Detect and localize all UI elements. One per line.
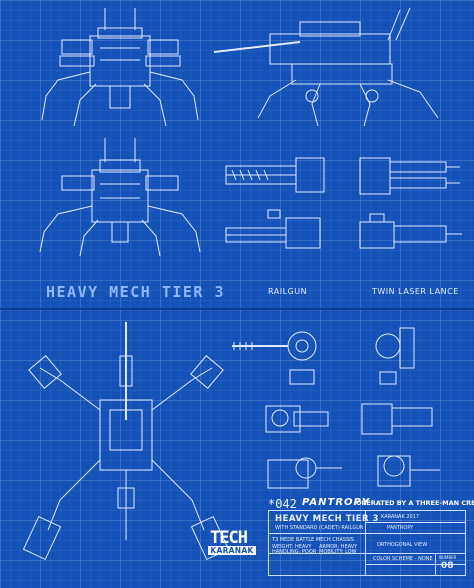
brand-name: PANTROPY (302, 497, 371, 508)
titleblock-number-label: NUMBER (439, 555, 457, 560)
titleblock-handling: HANDLING: POOR (272, 549, 317, 555)
titleblock-mobility: MOBILITY: LOW (319, 549, 357, 555)
titleblock-series: T3 MEDE BATTLE MECH CHASSIS (272, 537, 354, 543)
mech-top-view (22, 322, 230, 561)
mech-side-view (213, 7, 439, 127)
titleblock-author: KARANAK 2017 (381, 514, 420, 520)
titleblock-name: HEAVY MECH TIER 3 (275, 514, 379, 524)
logo-text-karanak: KARANAK (208, 546, 256, 555)
titleblock-armor: ARMOR: HEAVY (319, 544, 358, 550)
railgun-side-drawing (225, 209, 321, 249)
logo-text-tech: TECH (210, 528, 248, 548)
titleblock-weight: WEIGHT: HEAVY (272, 544, 312, 550)
titleblock-color-scheme: COLOR SCHEME - NONE (373, 556, 433, 562)
laser-lance-top-drawing (359, 157, 460, 195)
laser-lance-label: TWIN LASER LANCE (372, 287, 459, 296)
titleblock-sheet-number: 08 (441, 561, 454, 571)
mech-rear-view (39, 138, 201, 257)
laser-turret-drawings (361, 327, 440, 487)
railgun-turret-drawings (232, 331, 342, 489)
model-number: *042 (268, 497, 297, 511)
sheet-title: HEAVY MECH TIER 3 (46, 283, 226, 301)
railgun-top-drawing (225, 157, 325, 193)
crew-note: OPERATED BY A THREE-MAN CREW (356, 499, 474, 507)
titleblock-description: WITH STANDARD (CADET) RAILGUN/TWIN LASER… (275, 525, 363, 531)
tech-karanak-logo: TECH KARANAK (208, 528, 258, 558)
laser-lance-side-drawing (359, 213, 462, 249)
titleblock-view: ORTHOGONAL VIEW (377, 542, 428, 548)
mech-front-view (41, 8, 199, 127)
title-block: HEAVY MECH TIER 3 WITH STANDARD (CADET) … (268, 510, 466, 576)
section-divider (0, 308, 474, 310)
railgun-label: RAILGUN (268, 287, 308, 296)
titleblock-company: PANTROPY (387, 525, 414, 531)
